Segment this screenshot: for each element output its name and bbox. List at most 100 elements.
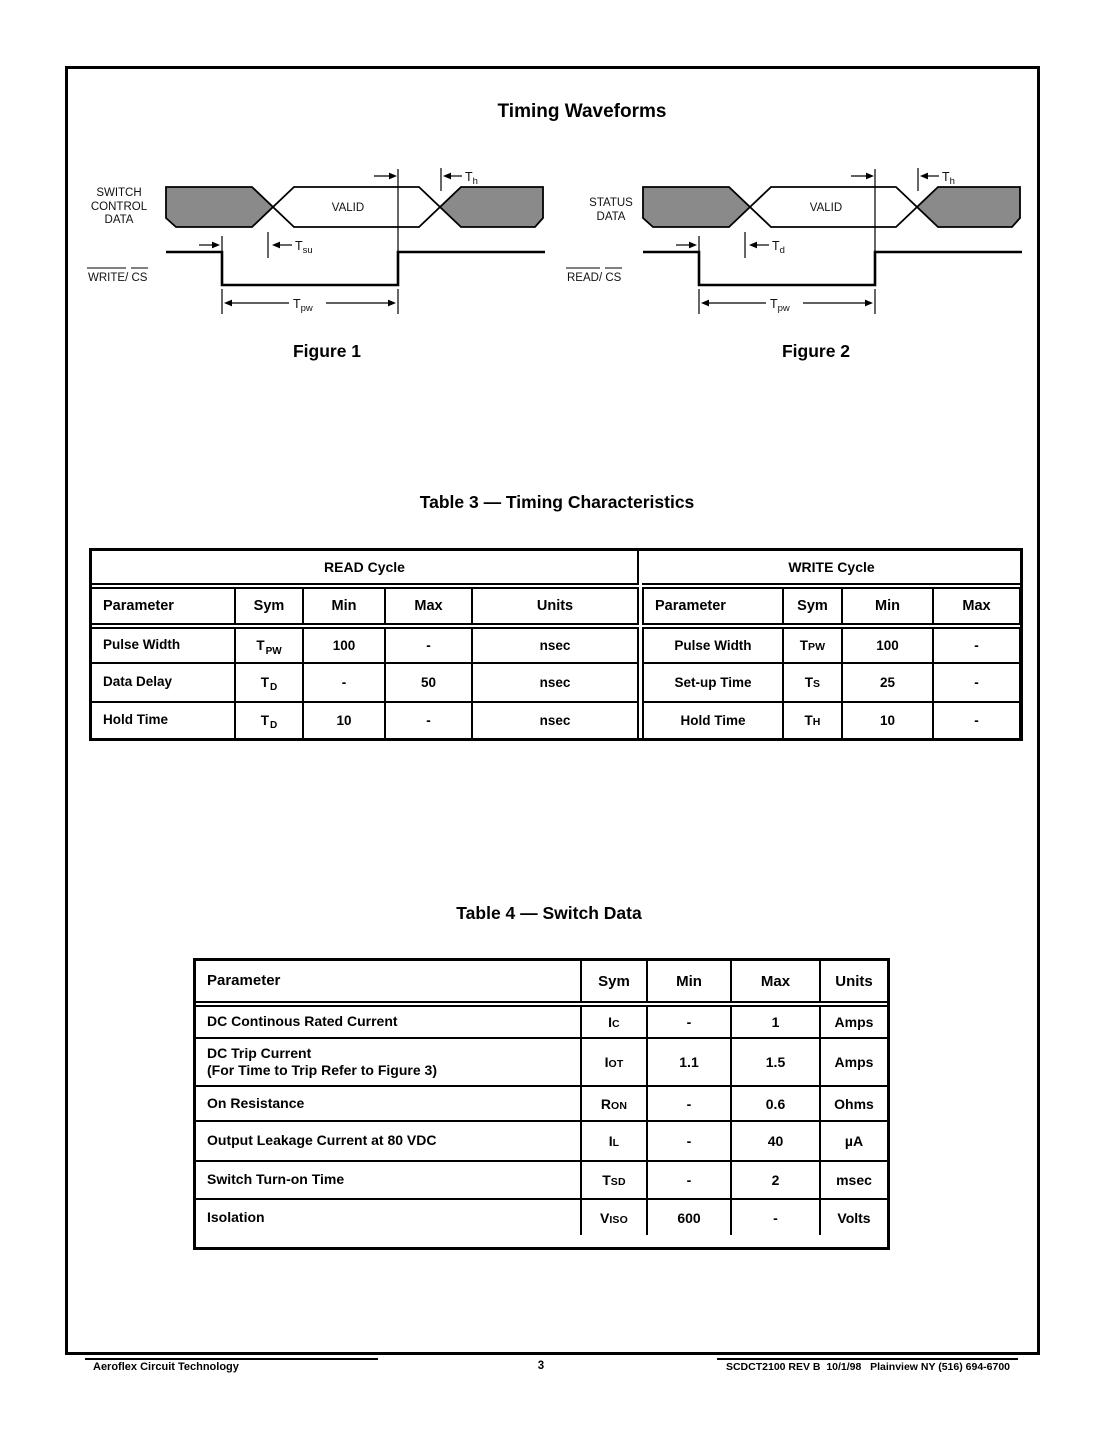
write-cs-label: WRITE/ CS — [87, 267, 148, 284]
col-header-sym: Sym — [234, 586, 303, 630]
table4-switch-data: Parameter Sym Min Max Units DC Continous… — [193, 958, 890, 1250]
cell-sym: TPW — [782, 625, 842, 663]
cell-max: - — [932, 625, 1020, 663]
hold-time-annotation: Th — [374, 168, 478, 191]
cell-units: Volts — [819, 1198, 887, 1235]
cell-param: Pulse Width — [642, 625, 783, 663]
cell-max: 1.5 — [730, 1037, 820, 1086]
cell-units: nsec — [471, 700, 639, 738]
footer-doc-info: SCDCT2100 REV B 10/1/98 Plainview NY (51… — [725, 1361, 1011, 1373]
table-header-row: Parameter Sym Min Max Units — [92, 586, 639, 630]
signal-label-line: CONTROL — [91, 201, 148, 213]
cell-sym: TS — [782, 661, 842, 702]
cell-min: 10 — [841, 700, 933, 738]
page-border — [65, 66, 1040, 1355]
valid-label: VALID — [332, 202, 364, 214]
cell-units: Amps — [819, 1003, 887, 1038]
t-delay-label: Td — [772, 239, 785, 256]
cell-param: On Resistance — [196, 1085, 581, 1121]
table4: Parameter Sym Min Max Units DC Continous… — [196, 961, 887, 1235]
cell-min: - — [302, 661, 385, 702]
col-header-min: Min — [646, 961, 731, 1007]
cell-sym: TD — [234, 661, 303, 702]
cell-units: nsec — [471, 661, 639, 702]
bus-dont-care-right — [438, 186, 544, 228]
t-pulse-label: Tpw — [293, 297, 313, 314]
figure1-caption: Figure 1 — [292, 341, 362, 361]
cell-param: Isolation — [196, 1198, 581, 1235]
cell-max: - — [384, 700, 472, 738]
table-row: Hold Time TD 10 - nsec — [92, 700, 639, 738]
bus-waveform: VALID — [642, 186, 1021, 228]
read-cs-trace — [643, 236, 1022, 287]
cell-param: Hold Time — [642, 700, 783, 738]
col-header-sym: Sym — [782, 586, 842, 630]
cell-min: 600 — [646, 1198, 731, 1235]
col-header-sym: Sym — [580, 961, 647, 1007]
pulse-width-annotation: Tpw — [698, 289, 876, 314]
bus-dont-care-left — [642, 186, 752, 228]
cell-param: DC Trip Current (For Time to Trip Refer … — [196, 1037, 581, 1086]
col-header-max: Max — [932, 586, 1020, 630]
cell-param: Pulse Width — [92, 625, 235, 663]
cell-units: msec — [819, 1160, 887, 1199]
footer-rule-left — [85, 1358, 378, 1360]
table-row: Output Leakage Current at 80 VDC IL - 40… — [196, 1120, 887, 1161]
table3-read-cycle: READ Cycle Parameter Sym Min Max Units P… — [92, 551, 639, 738]
cell-max: - — [932, 661, 1020, 702]
table3-title: Table 3 — Timing Characteristics — [419, 492, 695, 512]
table3-timing-characteristics: READ Cycle Parameter Sym Min Max Units P… — [89, 548, 1023, 741]
signal-label-line: DATA — [105, 214, 134, 226]
setup-time-annotation: Tsu — [199, 232, 313, 258]
signal-label-line: SWITCH — [96, 187, 141, 199]
table-row: Data Delay TD - 50 nsec — [92, 661, 639, 702]
table-row: Pulse Width TPW 100 - nsec — [92, 625, 639, 663]
table4-title: Table 4 — Switch Data — [456, 903, 642, 923]
col-header-max: Max — [384, 586, 472, 630]
table-row: Switch Turn-on Time TSD - 2 msec — [196, 1160, 887, 1199]
col-header-min: Min — [302, 586, 385, 630]
cell-sym: TSD — [580, 1160, 647, 1199]
footer-page-number: 3 — [537, 1360, 545, 1372]
signal-label-line: STATUS — [589, 197, 633, 209]
signal-label-line: DATA — [597, 211, 626, 223]
cell-units: µA — [819, 1120, 887, 1161]
cell-min: 100 — [302, 625, 385, 663]
svg-text:WRITE/ CS: WRITE/ CS — [88, 272, 148, 284]
bus-dont-care-right — [915, 186, 1021, 228]
cell-sym: RON — [580, 1085, 647, 1121]
cell-units: Amps — [819, 1037, 887, 1086]
cell-param: Switch Turn-on Time — [196, 1160, 581, 1199]
col-header-parameter: Parameter — [196, 961, 581, 1007]
cell-min: 100 — [841, 625, 933, 663]
figure1-waveform: SWITCH CONTROL DATA VALID Th Tsu — [87, 168, 545, 314]
switch-control-data-label: SWITCH CONTROL DATA — [91, 187, 148, 226]
footer-company: Aeroflex Circuit Technology — [93, 1361, 239, 1373]
cell-max: - — [730, 1198, 820, 1235]
hold-time-annotation: Th — [851, 168, 955, 191]
footer-rule-right — [717, 1358, 1018, 1360]
col-header-max: Max — [730, 961, 820, 1007]
bus-dont-care-left — [165, 186, 275, 228]
read-cs-label: READ/ CS — [566, 267, 622, 284]
cell-max: 0.6 — [730, 1085, 820, 1121]
cell-param: Output Leakage Current at 80 VDC — [196, 1120, 581, 1161]
cell-max: 40 — [730, 1120, 820, 1161]
status-data-label: STATUS DATA — [589, 197, 633, 223]
cell-param: Hold Time — [92, 700, 235, 738]
cell-max: - — [932, 700, 1020, 738]
bus-waveform: VALID — [165, 186, 544, 228]
page-title: Timing Waveforms — [497, 101, 667, 122]
write-cycle-header: WRITE Cycle — [643, 551, 1020, 590]
cell-max: - — [384, 625, 472, 663]
cell-sym: VISO — [580, 1198, 647, 1235]
cell-units: Ohms — [819, 1085, 887, 1121]
cell-sym: IC — [580, 1003, 647, 1038]
cell-max: 50 — [384, 661, 472, 702]
table-row: Set-up Time TS 25 - nsec — [642, 661, 1020, 702]
read-cycle-header: READ Cycle — [92, 551, 639, 590]
col-header-units: Units — [471, 586, 639, 630]
cell-max: 1 — [730, 1003, 820, 1038]
t-hold-label: Th — [465, 170, 478, 187]
